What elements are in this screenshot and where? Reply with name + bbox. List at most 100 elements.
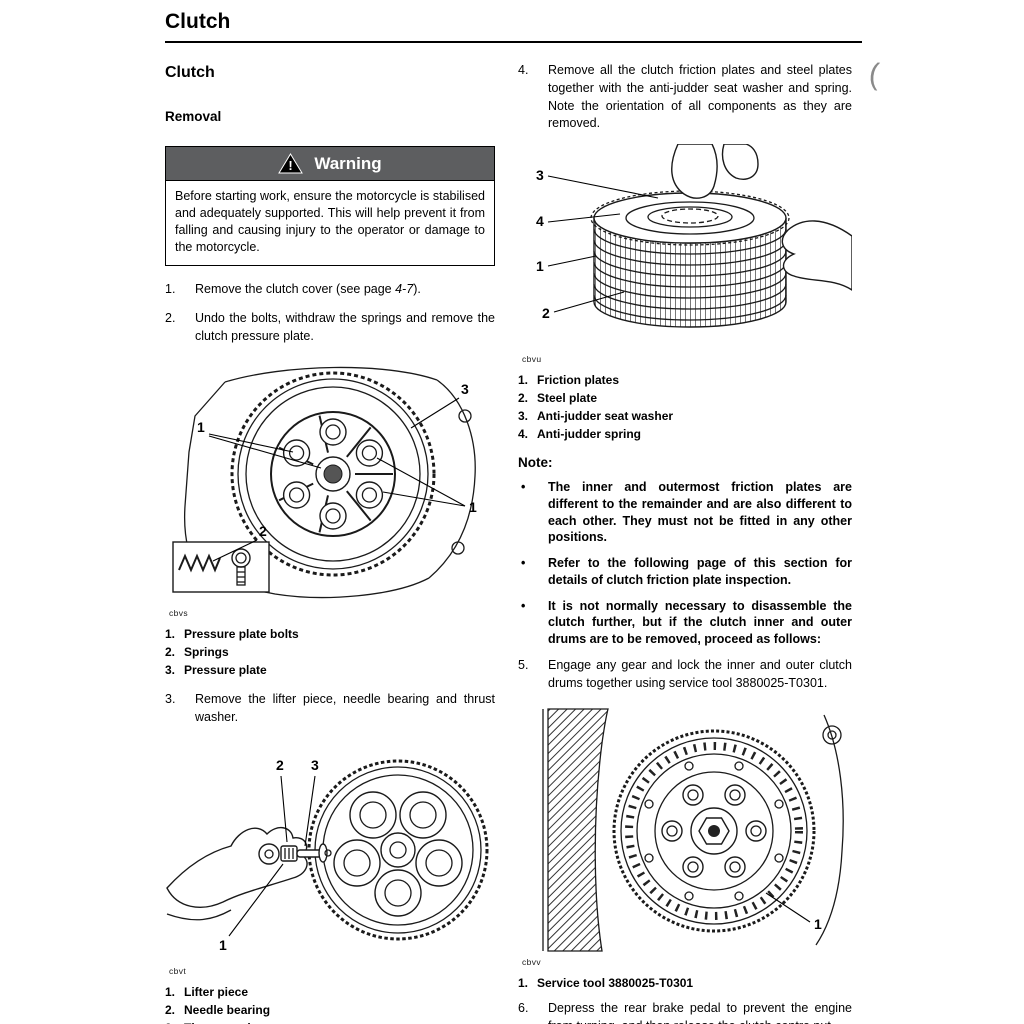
warning-box: ! Warning Before starting work, ensure t… [165, 146, 495, 266]
legend-number: 1. [165, 627, 176, 642]
callout-label: 1 [197, 419, 205, 435]
legend-plates: 1. Friction plates 2. Steel plate 3. Ant… [518, 371, 852, 443]
callout-label: 3 [461, 381, 469, 397]
callout-label: 1 [536, 258, 544, 274]
bullet-icon: • [521, 598, 526, 613]
legend-item: 3. Pressure plate [165, 661, 495, 679]
step-6: 6. Depress the rear brake pedal to preve… [518, 1000, 852, 1024]
legend-number: 1. [518, 373, 529, 387]
step-4: 4. Remove all the clutch friction plates… [518, 62, 852, 133]
lifter-piece-illustration: 2 3 1 [166, 757, 489, 953]
bullet-icon: • [521, 480, 526, 494]
plate-stack-illustration: 3 4 1 2 [536, 144, 852, 328]
warning-exclamation: ! [289, 158, 293, 173]
legend-item: 2. Steel plate [518, 389, 852, 407]
callout-label: 3 [536, 167, 544, 183]
drum-bolts [661, 784, 767, 878]
legend-label: Pressure plate [184, 663, 267, 678]
step-text: Engage any gear and lock the inner and o… [548, 657, 852, 690]
legend-label: Lifter piece [184, 984, 249, 999]
legend-item: 1. Friction plates [518, 371, 852, 389]
legend-label: Springs [184, 645, 229, 660]
step-number: 4. [518, 63, 529, 77]
step-2: 2. Undo the bolts, withdraw the springs … [165, 310, 495, 346]
legend-label: Anti-judder seat washer [537, 409, 674, 423]
step-text: Remove the clutch cover (see page 4-7). [195, 281, 495, 299]
figure-code: cbvt [169, 965, 187, 976]
figure-code: cbvu [522, 354, 542, 364]
callout-label: 2 [542, 305, 550, 321]
legend-number: 2. [165, 1002, 176, 1017]
step-5: 5. Engage any gear and lock the inner an… [518, 657, 852, 693]
legend-number: 3. [518, 409, 529, 423]
legend-label: Steel plate [537, 391, 598, 405]
legend-item: 1. Lifter piece [165, 983, 495, 1001]
figure-lifter-piece: 2 3 1 [165, 738, 495, 964]
note-heading: Note: [518, 455, 553, 470]
legend-item: 4. Anti-judder spring [518, 425, 852, 443]
figure-plate-stack: 3 4 1 2 [518, 144, 852, 352]
callout-label: 2 [276, 757, 284, 773]
left-column: Clutch Removal ! Warning Before starting… [165, 56, 495, 1024]
legend-number: 1. [165, 984, 176, 999]
subsection-heading: Removal [165, 109, 222, 124]
title-divider [165, 41, 862, 43]
legend-number: 4. [518, 427, 529, 441]
figure-code: cbvv [522, 957, 542, 968]
clutch-springs [333, 791, 463, 917]
hand-outline [721, 144, 759, 180]
clutch-drum-illustration: 1 [542, 708, 844, 952]
legend-label: Pressure plate bolts [184, 627, 299, 642]
legend-label: Anti-judder spring [537, 427, 641, 441]
figure-pressure-plate: 1 3 1 2 [165, 356, 495, 606]
legend-number: 3. [165, 1019, 184, 1024]
hand-outline [671, 144, 718, 199]
note-item: • It is not normally necessary to disass… [518, 598, 852, 648]
legend-number: 1. [518, 976, 529, 991]
section-heading: Clutch [165, 64, 215, 81]
legend-lifter: 1. Lifter piece 2. Needle bearing 3. Thr… [165, 983, 495, 1024]
warning-body-text: Before starting work, ensure the motorcy… [175, 189, 485, 254]
hand-outline [781, 220, 852, 291]
legend-item: 1. Pressure plate bolts [165, 625, 495, 643]
page-curl-artifact: ( [867, 57, 881, 92]
warning-triangle-icon: ! [278, 153, 304, 174]
legend-item: 3. Anti-judder seat washer [518, 407, 852, 425]
step-text-part: ). [413, 282, 421, 296]
figure-clutch-drum: 1 [518, 703, 852, 955]
page-reference: 4-7 [395, 282, 414, 296]
legend-number: 2. [165, 645, 176, 660]
step-1: 1. Remove the clutch cover (see page 4-7… [165, 281, 495, 299]
right-column: 4. Remove all the clutch friction plates… [518, 56, 852, 1024]
callout-label: 1 [814, 916, 822, 932]
legend-label: Service tool 3880025-T0301 [537, 976, 694, 991]
page-title: Clutch [165, 10, 231, 33]
legend-item: 2. Needle bearing [165, 1001, 495, 1019]
note-text: Refer to the following page of this sect… [548, 556, 852, 587]
step-3: 3. Remove the lifter piece, needle beari… [165, 691, 495, 727]
callout-label: 2 [259, 523, 267, 539]
note-text: It is not normally necessary to disassem… [548, 598, 852, 647]
legend-item: 2. Springs [165, 643, 495, 661]
warning-title: Warning [314, 153, 382, 173]
step-number: 6. [518, 1001, 529, 1016]
step-text: Depress the rear brake pedal to prevent … [548, 1001, 852, 1024]
legend-drum: 1. Service tool 3880025-T0301 [518, 974, 852, 992]
note-item: • The inner and outermost friction plate… [518, 479, 852, 546]
legend-pressure-plate: 1. Pressure plate bolts 2. Springs 3. Pr… [165, 625, 495, 679]
step-number: 5. [518, 657, 529, 672]
legend-number: 2. [518, 391, 529, 405]
note-text: The inner and outermost friction plates … [548, 480, 852, 545]
step-number: 1. [165, 282, 176, 296]
spring-bolt-inset [172, 541, 270, 593]
legend-number: 3. [165, 663, 176, 678]
warning-header: ! Warning [166, 147, 494, 181]
left-steps: 1. Remove the clutch cover (see page 4-7… [165, 281, 495, 345]
hand-outline [166, 826, 308, 908]
legend-item: 1. Service tool 3880025-T0301 [518, 974, 852, 992]
pressure-plate-bolts [282, 418, 384, 530]
legend-label: Thrust washer [184, 1019, 266, 1024]
step-number: 3. [165, 692, 176, 707]
legend-item: 3. Thrust washer [165, 1019, 495, 1024]
